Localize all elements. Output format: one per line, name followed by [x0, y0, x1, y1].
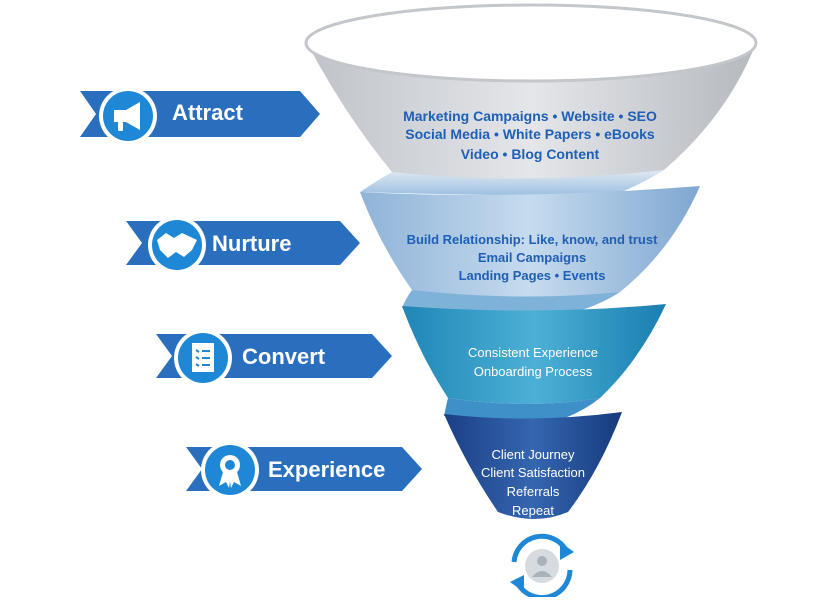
experience-detail-line: Client Satisfaction	[481, 465, 585, 480]
stage-banner-convert: Convert	[156, 329, 392, 387]
experience-detail-line: Repeat	[512, 503, 554, 518]
convert-details: Consistent Experience Onboarding Process	[468, 345, 598, 379]
attract-detail-line: Marketing Campaigns • Website • SEO	[403, 108, 657, 124]
funnel-twist-1	[360, 170, 664, 196]
funnel-segment-convert	[402, 304, 666, 404]
attract-details: Marketing Campaigns • Website • SEO Soci…	[403, 108, 657, 162]
convert-detail-line: Consistent Experience	[468, 345, 598, 360]
funnel-twist-2	[402, 290, 620, 313]
attract-detail-line: Video • Blog Content	[461, 146, 600, 162]
funnel-twist-3	[444, 398, 600, 419]
stage-label-attract: Attract	[172, 100, 244, 125]
stage-label-nurture: Nurture	[212, 231, 291, 256]
nurture-detail-line: Email Campaigns	[478, 250, 586, 265]
experience-detail-line: Referrals	[507, 484, 560, 499]
stage-banner-attract: Attract	[80, 87, 320, 145]
repeat-cycle-icon	[510, 533, 574, 601]
stage-label-convert: Convert	[242, 344, 326, 369]
funnel-segment-experience	[444, 412, 622, 519]
nurture-detail-line: Landing Pages • Events	[459, 268, 606, 283]
nurture-details: Build Relationship: Like, know, and trus…	[407, 232, 659, 283]
stage-banner-nurture: Nurture	[126, 216, 360, 274]
stage-label-experience: Experience	[268, 457, 385, 482]
handshake-icon	[157, 233, 197, 258]
nurture-detail-line: Build Relationship: Like, know, and trus…	[407, 232, 659, 247]
award-ribbon-icon	[219, 455, 241, 488]
experience-details: Client Journey Client Satisfaction Refer…	[481, 447, 585, 518]
stage-banner-experience: Experience	[186, 441, 422, 499]
experience-detail-line: Client Journey	[491, 447, 575, 462]
funnel-segment-nurture	[360, 186, 700, 299]
convert-detail-line: Onboarding Process	[474, 364, 593, 379]
checklist-icon	[192, 343, 214, 372]
funnel-segment-attract	[304, 3, 758, 182]
attract-detail-line: Social Media • White Papers • eBooks	[405, 126, 655, 142]
megaphone-icon	[114, 102, 140, 131]
